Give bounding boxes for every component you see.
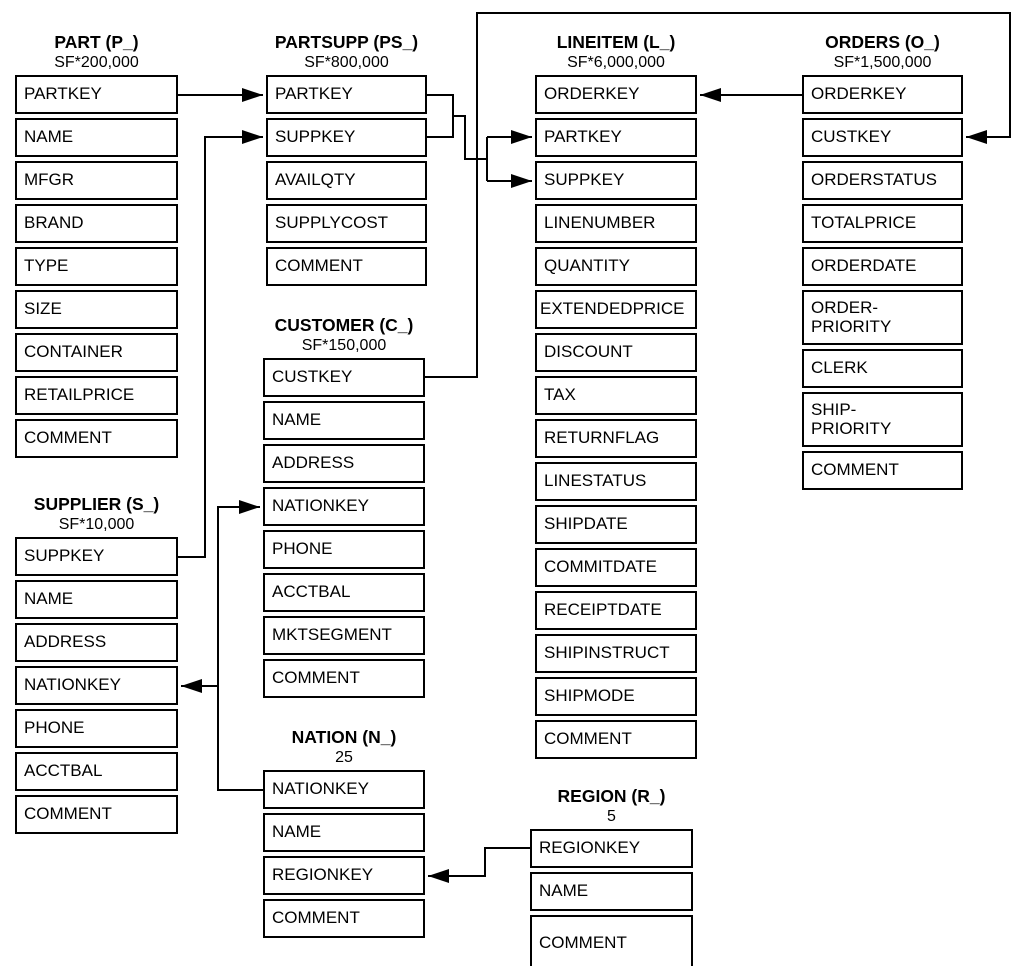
lineitem-column-quantity: QUANTITY	[535, 247, 697, 286]
table-orders: ORDERS (O_) SF*1,500,000 ORDERKEY CUSTKE…	[802, 32, 963, 494]
customer-column-comment: COMMENT	[263, 659, 425, 698]
part-column-name: NAME	[15, 118, 178, 157]
table-region-cardinality: 5	[607, 808, 616, 826]
table-orders-cardinality: SF*1,500,000	[833, 54, 932, 72]
region-column-name: NAME	[530, 872, 693, 911]
supplier-column-name: NAME	[15, 580, 178, 619]
table-nation-cardinality: 25	[335, 749, 353, 767]
part-column-partkey: PARTKEY	[15, 75, 178, 114]
table-supplier-cardinality: SF*10,000	[58, 516, 135, 534]
table-partsupp-cardinality: SF*800,000	[304, 54, 389, 72]
table-part-cardinality: SF*200,000	[54, 54, 139, 72]
rel-partsupp-feed	[453, 115, 487, 160]
rel-partsupp-bracket	[427, 94, 454, 138]
partsupp-column-comment: COMMENT	[266, 247, 427, 286]
lineitem-column-linenumber: LINENUMBER	[535, 204, 697, 243]
lineitem-column-partkey: PARTKEY	[535, 118, 697, 157]
lineitem-column-shipmode: SHIPMODE	[535, 677, 697, 716]
lineitem-column-tax: TAX	[535, 376, 697, 415]
table-customer-title: CUSTOMER (C_)	[274, 315, 414, 336]
table-part-title: PART (P_)	[54, 32, 139, 53]
part-column-comment: COMMENT	[15, 419, 178, 458]
table-supplier-title: SUPPLIER (S_)	[33, 494, 160, 515]
table-customer-cardinality: SF*150,000	[301, 337, 387, 355]
lineitem-column-extendedprice: EXTENDEDPRICE	[535, 290, 697, 329]
orders-column-orderstatus: ORDERSTATUS	[802, 161, 963, 200]
table-region-title: REGION (R_)	[557, 786, 666, 807]
supplier-column-phone: PHONE	[15, 709, 178, 748]
nation-column-comment: COMMENT	[263, 899, 425, 938]
table-customer: CUSTOMER (C_) SF*150,000 CUSTKEY NAME AD…	[263, 315, 425, 702]
orders-column-clerk: CLERK	[802, 349, 963, 388]
lineitem-column-commitdate: COMMITDATE	[535, 548, 697, 587]
table-part-header: PART (P_) SF*200,000	[0, 32, 218, 73]
lineitem-column-comment: COMMENT	[535, 720, 697, 759]
orders-column-comment: COMMENT	[802, 451, 963, 490]
table-nation-header: NATION (N_) 25	[223, 727, 465, 768]
customer-column-name: NAME	[263, 401, 425, 440]
partsupp-column-partkey: PARTKEY	[266, 75, 427, 114]
partsupp-column-supplycost: SUPPLYCOST	[266, 204, 427, 243]
lineitem-column-discount: DISCOUNT	[535, 333, 697, 372]
orders-column-orderdate: ORDERDATE	[802, 247, 963, 286]
rel-region-regionkey-to-nation-regionkey	[428, 847, 530, 883]
supplier-column-acctbal: ACCTBAL	[15, 752, 178, 791]
lineitem-column-receiptdate: RECEIPTDATE	[535, 591, 697, 630]
table-lineitem: LINEITEM (L_) SF*6,000,000 ORDERKEY PART…	[535, 32, 697, 763]
orders-column-orderkey: ORDERKEY	[802, 75, 963, 114]
table-partsupp: PARTSUPP (PS_) SF*800,000 PARTKEY SUPPKE…	[266, 32, 427, 290]
partsupp-column-suppkey: SUPPKEY	[266, 118, 427, 157]
customer-column-nationkey: NATIONKEY	[263, 487, 425, 526]
part-column-brand: BRAND	[15, 204, 178, 243]
table-part: PART (P_) SF*200,000 PARTKEY NAME MFGR B…	[15, 32, 178, 462]
part-column-retailprice: RETAILPRICE	[15, 376, 178, 415]
orders-column-totalprice: TOTALPRICE	[802, 204, 963, 243]
lineitem-column-returnflag: RETURNFLAG	[535, 419, 697, 458]
nation-column-regionkey: REGIONKEY	[263, 856, 425, 895]
customer-column-mktsegment: MKTSEGMENT	[263, 616, 425, 655]
orders-column-shippriority: SHIP- PRIORITY	[802, 392, 963, 447]
table-partsupp-header: PARTSUPP (PS_) SF*800,000	[226, 32, 467, 73]
orders-column-custkey: CUSTKEY	[802, 118, 963, 157]
part-column-type: TYPE	[15, 247, 178, 286]
table-region: REGION (R_) 5 REGIONKEY NAME COMMENT	[530, 786, 693, 966]
table-supplier: SUPPLIER (S_) SF*10,000 SUPPKEY NAME ADD…	[15, 494, 178, 838]
table-partsupp-title: PARTSUPP (PS_)	[274, 32, 419, 53]
table-lineitem-cardinality: SF*6,000,000	[567, 54, 665, 72]
lineitem-column-shipdate: SHIPDATE	[535, 505, 697, 544]
supplier-column-comment: COMMENT	[15, 795, 178, 834]
supplier-column-address: ADDRESS	[15, 623, 178, 662]
customer-column-address: ADDRESS	[263, 444, 425, 483]
table-customer-header: CUSTOMER (C_) SF*150,000	[223, 315, 465, 356]
nation-column-name: NAME	[263, 813, 425, 852]
part-column-size: SIZE	[15, 290, 178, 329]
table-region-header: REGION (R_) 5	[490, 786, 733, 827]
table-lineitem-header: LINEITEM (L_) SF*6,000,000	[495, 32, 737, 73]
supplier-column-suppkey: SUPPKEY	[15, 537, 178, 576]
lineitem-column-orderkey: ORDERKEY	[535, 75, 697, 114]
orders-column-orderpriority: ORDER- PRIORITY	[802, 290, 963, 345]
table-nation: NATION (N_) 25 NATIONKEY NAME REGIONKEY …	[263, 727, 425, 942]
customer-column-phone: PHONE	[263, 530, 425, 569]
partsupp-column-availqty: AVAILQTY	[266, 161, 427, 200]
lineitem-column-suppkey: SUPPKEY	[535, 161, 697, 200]
supplier-column-nationkey: NATIONKEY	[15, 666, 178, 705]
lineitem-column-linestatus: LINESTATUS	[535, 462, 697, 501]
nation-column-nationkey: NATIONKEY	[263, 770, 425, 809]
table-orders-title: ORDERS (O_)	[825, 32, 940, 53]
lineitem-column-shipinstruct: SHIPINSTRUCT	[535, 634, 697, 673]
table-supplier-header: SUPPLIER (S_) SF*10,000	[0, 494, 218, 535]
customer-column-acctbal: ACCTBAL	[263, 573, 425, 612]
region-column-regionkey: REGIONKEY	[530, 829, 693, 868]
customer-column-custkey: CUSTKEY	[263, 358, 425, 397]
part-column-mfgr: MFGR	[15, 161, 178, 200]
region-column-comment: COMMENT	[530, 915, 693, 966]
table-lineitem-title: LINEITEM (L_)	[556, 32, 676, 53]
table-nation-title: NATION (N_)	[291, 727, 397, 748]
table-orders-header: ORDERS (O_) SF*1,500,000	[762, 32, 1003, 73]
part-column-container: CONTAINER	[15, 333, 178, 372]
